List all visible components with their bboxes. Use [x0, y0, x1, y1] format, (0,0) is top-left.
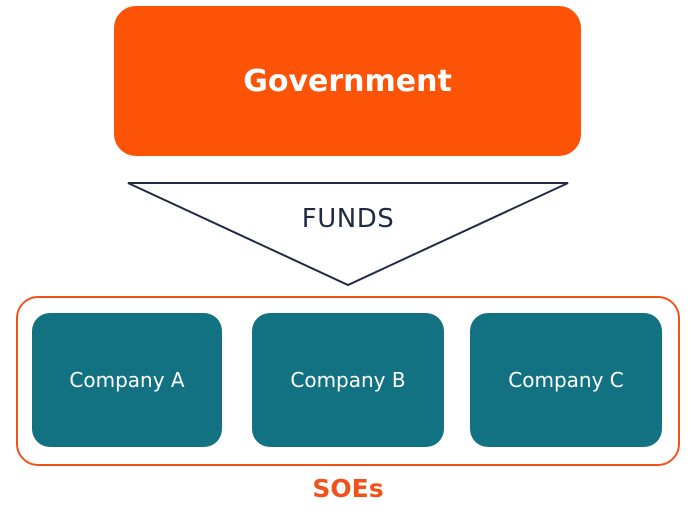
company-a-box: Company A — [32, 313, 222, 447]
soes-label: SOEs — [312, 474, 384, 503]
company-b-label: Company B — [290, 368, 406, 392]
company-b-box: Company B — [252, 313, 444, 447]
company-a-label: Company A — [69, 368, 185, 392]
company-c-box: Company C — [470, 313, 662, 447]
soe-group-border — [16, 296, 680, 466]
funds-triangle — [127, 182, 569, 287]
funds-label: FUNDS — [301, 204, 395, 234]
government-box: Government — [114, 6, 581, 156]
government-label: Government — [243, 63, 452, 99]
company-c-label: Company C — [508, 368, 624, 392]
